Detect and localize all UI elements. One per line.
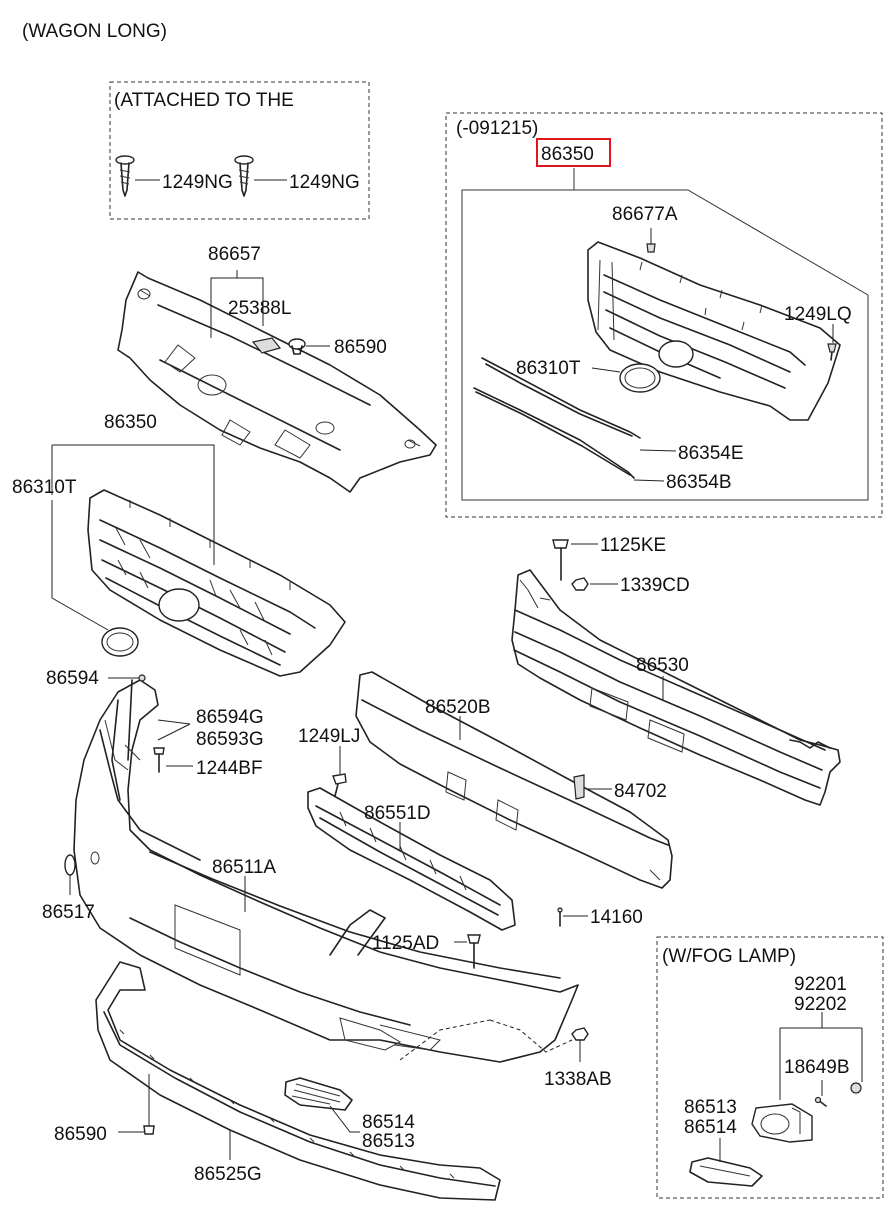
- part-label-86590[interactable]: 86590: [334, 337, 387, 358]
- part-label-86513[interactable]: 86513: [684, 1097, 737, 1118]
- part-label-86551d[interactable]: 86551D: [364, 803, 431, 824]
- part-label-92202[interactable]: 92202: [794, 994, 847, 1015]
- part-label-86310t[interactable]: 86310T: [516, 358, 581, 379]
- bolt-icon: [332, 773, 347, 797]
- part-label-1125ad[interactable]: 1125AD: [372, 933, 439, 954]
- part-label-86517[interactable]: 86517: [42, 902, 95, 923]
- part-label-86594g[interactable]: 86594G: [196, 707, 264, 728]
- early-grille-box: (-091215) 86350 86677A 1249LQ: [445, 112, 883, 518]
- part-label-1339cd[interactable]: 1339CD: [620, 575, 690, 596]
- grille-molding-strips: [473, 357, 641, 479]
- energy-absorber: [355, 671, 673, 889]
- part-label-86520b[interactable]: 86520B: [425, 697, 491, 718]
- part-label-1249ng[interactable]: 1249NG: [289, 172, 360, 193]
- bolt-icon: [138, 674, 146, 682]
- part-label-86350-highlighted[interactable]: 86350: [541, 144, 594, 165]
- part-label-1125ke[interactable]: 1125KE: [600, 535, 666, 556]
- fog-box-title: (W/FOG LAMP): [662, 946, 796, 967]
- part-label-86593g[interactable]: 86593G: [196, 729, 264, 750]
- part-label-86657[interactable]: 86657: [208, 244, 261, 265]
- radiator-grille-early: [587, 241, 841, 421]
- part-label-18649b[interactable]: 18649B: [784, 1057, 850, 1078]
- part-label-14160[interactable]: 14160: [590, 907, 643, 928]
- bolt-icon: [552, 539, 569, 581]
- part-label-86514[interactable]: 86514: [684, 1117, 737, 1138]
- clip-icon: [573, 774, 585, 800]
- bolt-icon: [827, 343, 837, 361]
- part-label-86590[interactable]: 86590: [54, 1124, 107, 1145]
- clip-icon: [646, 243, 656, 253]
- part-label-86354e[interactable]: 86354E: [678, 443, 744, 464]
- part-label-1249lq[interactable]: 1249LQ: [784, 304, 852, 325]
- clip-icon: [143, 1125, 155, 1135]
- screw-icon: [234, 155, 254, 197]
- lower-lip-spoiler: [95, 961, 501, 1201]
- nut-icon: [571, 577, 589, 591]
- bolt-icon: [153, 747, 165, 773]
- highlight-frame: [536, 138, 611, 167]
- kia-emblem-icon: [101, 627, 139, 657]
- part-label-86354b[interactable]: 86354B: [666, 472, 732, 493]
- part-label-86677a[interactable]: 86677A: [612, 204, 678, 225]
- clip-icon: [288, 338, 306, 355]
- front-bumper-fascia: [73, 679, 579, 1063]
- attached-box-title: (ATTACHED TO THE: [114, 90, 294, 111]
- fog-lamp-cover: [284, 1077, 353, 1111]
- part-label-86350[interactable]: 86350: [104, 412, 157, 433]
- part-label-1244bf[interactable]: 1244BF: [196, 758, 263, 779]
- part-label-86594[interactable]: 86594: [46, 668, 99, 689]
- fog-lamp-cover: [689, 1157, 763, 1187]
- part-label-84702[interactable]: 84702: [614, 781, 667, 802]
- lower-grille: [307, 787, 516, 931]
- upper-cover-assembly: [117, 271, 437, 493]
- bolt-icon: [467, 934, 481, 969]
- part-label-86511a[interactable]: 86511A: [212, 857, 276, 878]
- nut-icon: [571, 1027, 589, 1041]
- part-label-1249ng[interactable]: 1249NG: [162, 172, 233, 193]
- part-label-86525g[interactable]: 86525G: [194, 1164, 262, 1185]
- part-label-86514[interactable]: 86514: [362, 1112, 415, 1133]
- screw-icon: [115, 155, 135, 197]
- part-label-86310t[interactable]: 86310T: [12, 477, 77, 498]
- diagram-title: (WAGON LONG): [22, 21, 167, 42]
- bumper-back-beam: [511, 569, 841, 806]
- fog-lamp-box: (W/FOG LAMP) 92201 92202 18649B 86513 86…: [656, 936, 884, 1199]
- part-label-1249lj[interactable]: 1249LJ: [298, 726, 360, 747]
- part-label-1338ab[interactable]: 1338AB: [544, 1069, 612, 1090]
- part-label-86530[interactable]: 86530: [636, 655, 689, 676]
- rivet-icon: [557, 907, 563, 927]
- screw-icon: [814, 1096, 827, 1107]
- part-label-25388l[interactable]: 25388L: [228, 298, 291, 319]
- bulb-icon: [850, 1082, 862, 1094]
- part-label-86513[interactable]: 86513: [362, 1131, 415, 1152]
- attached-screws-box: (ATTACHED TO THE 1249NG 1249NG: [109, 81, 370, 220]
- kia-emblem-icon: [619, 363, 661, 393]
- early-box-title: (-091215): [456, 118, 538, 139]
- radiator-grille-main: [87, 489, 346, 677]
- tow-cover-icon: [64, 854, 76, 876]
- label-pad-icon: [251, 337, 282, 354]
- fog-lamp-icon: [751, 1103, 813, 1143]
- part-label-92201[interactable]: 92201: [794, 974, 847, 995]
